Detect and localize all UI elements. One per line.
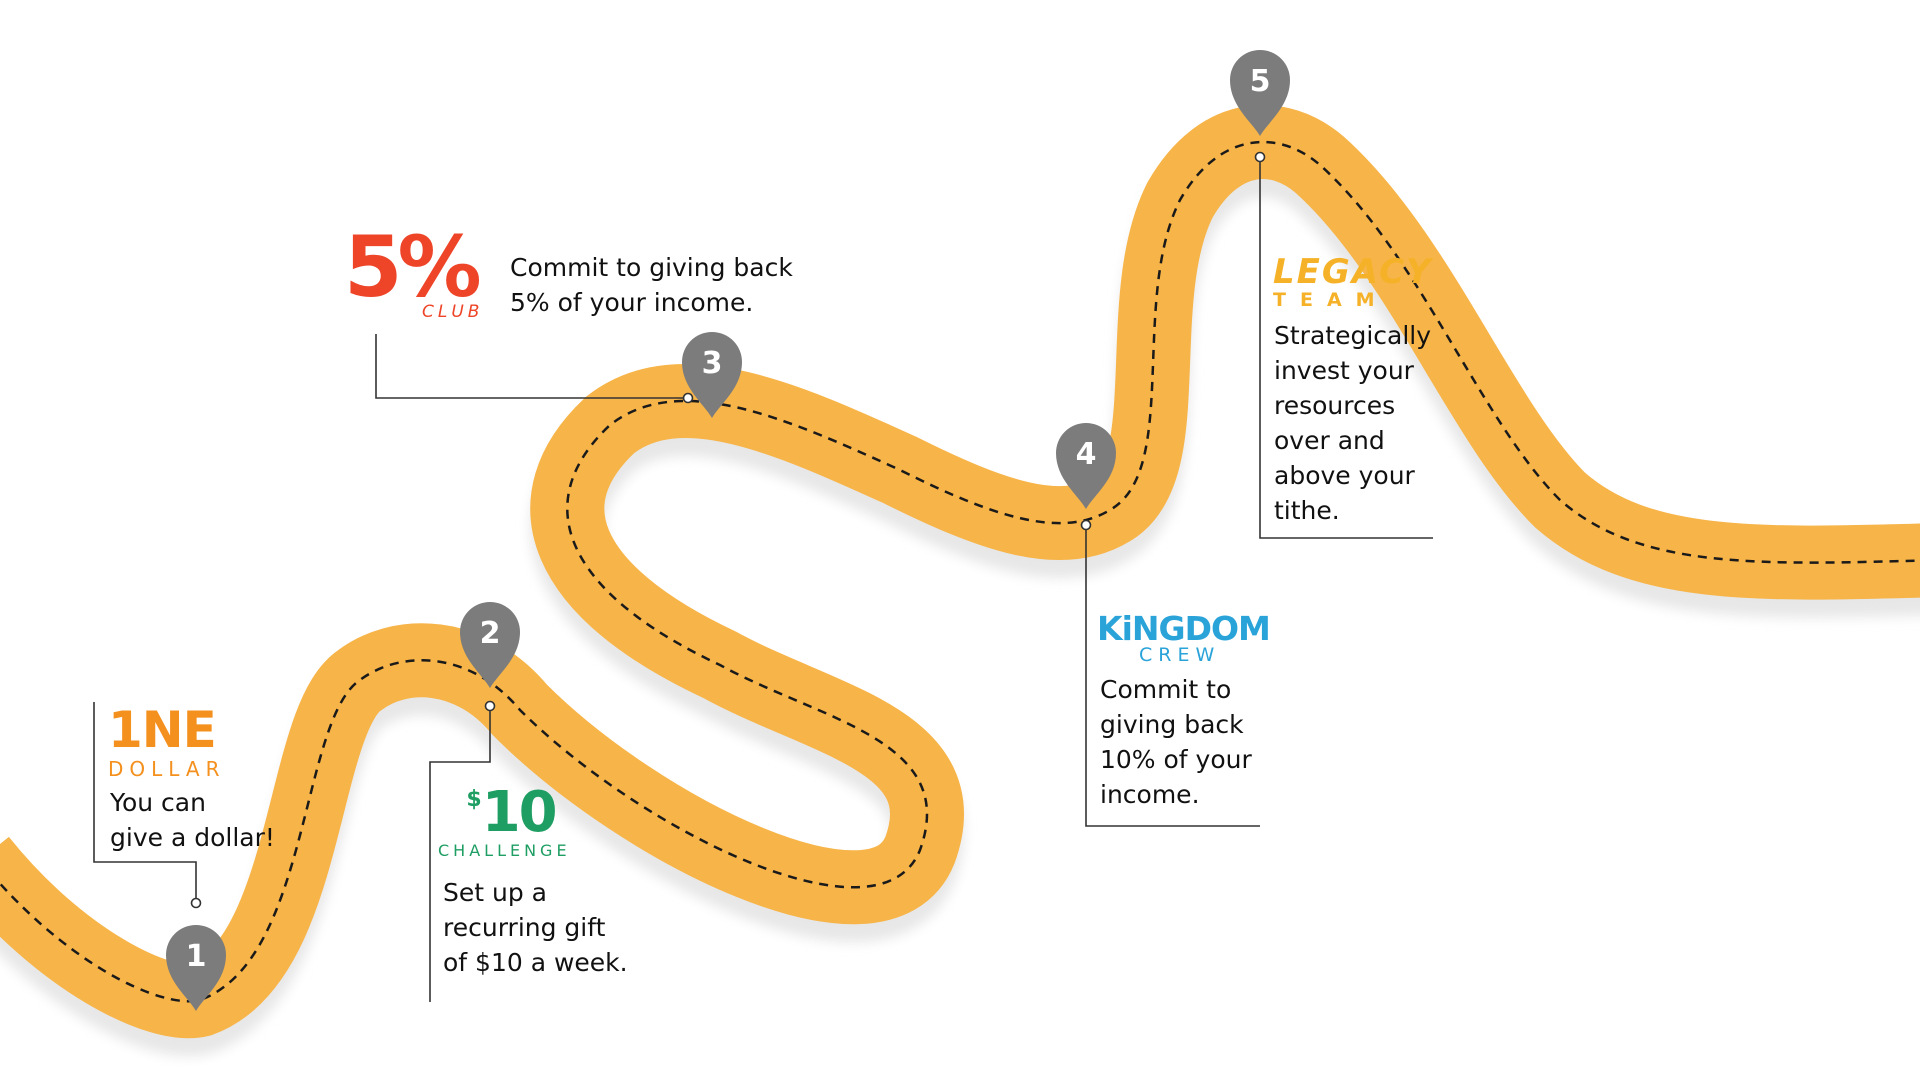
ten-challenge-logo: $ 10 CHALLENGE — [438, 785, 584, 859]
map-pin-icon: 4 — [1056, 423, 1116, 509]
kingdom-crew-description: Commit to giving back 10% of your income… — [1100, 672, 1252, 812]
connector-1 — [93, 702, 197, 906]
five-club-description: Commit to giving back 5% of your income. — [510, 250, 793, 320]
connector-endpoints — [190, 151, 1266, 909]
road-center-dashed-line — [0, 140, 1920, 1003]
map-pin-icon: 2 — [460, 602, 520, 688]
road — [0, 105, 1920, 1039]
marker-number-5: 5 — [1250, 64, 1271, 99]
description-line: give a dollar! — [110, 823, 275, 852]
connector-2 — [429, 706, 491, 1002]
legacy-team-description: Strategically invest your resources over… — [1274, 318, 1431, 528]
map-pin-icon: 5 — [1230, 50, 1290, 136]
ten-challenge-logo-currency: $ — [466, 787, 482, 812]
description-line: resources — [1274, 391, 1396, 420]
connector-dot-1 — [190, 897, 202, 909]
connector-5 — [1259, 157, 1433, 539]
map-pin-icon: 1 — [166, 925, 226, 1011]
description-line: Strategically — [1274, 321, 1432, 350]
marker-number-4: 4 — [1076, 437, 1097, 472]
description-line: Commit to giving back — [510, 253, 793, 282]
five-club-logo-main: 5% — [344, 218, 482, 316]
kingdom-crew-logo: KiNGDOM CREW — [1097, 609, 1271, 666]
marker-number-1: 1 — [186, 939, 207, 974]
five-percent-club-logo: 5% CLUB — [344, 218, 484, 322]
connector-dot-5 — [1254, 151, 1266, 163]
ten-challenge-logo-main: 10 — [481, 780, 558, 845]
description-line: You can — [110, 788, 206, 817]
description-line: Set up a — [443, 878, 547, 907]
kingdom-crew-logo-sub: CREW — [1139, 644, 1221, 666]
description-line: of $10 a week. — [443, 948, 628, 977]
connector-lines — [93, 157, 1433, 1002]
one-dollar-logo-main: 1NE — [108, 701, 217, 759]
connector-dot-3 — [682, 392, 694, 404]
description-line: Commit to — [1100, 675, 1232, 704]
step-markers: 1 2 3 4 5 — [166, 50, 1290, 1011]
one-dollar-logo-sub: DOLLAR — [108, 757, 226, 781]
map-pin-icon: 3 — [682, 332, 742, 418]
connector-4 — [1085, 525, 1260, 827]
marker-number-3: 3 — [702, 346, 723, 381]
legacy-team-logo: LEGACY TEAM — [1273, 255, 1433, 310]
description-line: giving back — [1100, 710, 1244, 739]
description-line: 5% of your income. — [510, 288, 754, 317]
description-line: tithe. — [1274, 496, 1340, 525]
description-line: income. — [1100, 780, 1200, 809]
ten-challenge-description: Set up a recurring gift of $10 a week. — [443, 875, 628, 980]
connector-3 — [375, 334, 688, 399]
one-dollar-logo: 1NE DOLLAR — [108, 705, 225, 779]
kingdom-crew-logo-main: KiNGDOM — [1097, 609, 1271, 648]
description-line: 10% of your — [1100, 745, 1252, 774]
description-line: recurring gift — [443, 913, 606, 942]
connector-dot-2 — [484, 700, 496, 712]
connector-dot-4 — [1080, 519, 1092, 531]
description-line: invest your — [1274, 356, 1414, 385]
description-line: over and — [1274, 426, 1385, 455]
marker-number-2: 2 — [480, 616, 501, 651]
one-dollar-description: You can give a dollar! — [110, 785, 275, 855]
legacy-team-logo-sub: TEAM — [1273, 289, 1389, 311]
five-club-logo-sub: CLUB — [422, 301, 484, 322]
ten-challenge-logo-sub: CHALLENGE — [438, 841, 571, 860]
legacy-team-logo-main: LEGACY — [1273, 252, 1433, 292]
description-line: above your — [1274, 461, 1415, 490]
